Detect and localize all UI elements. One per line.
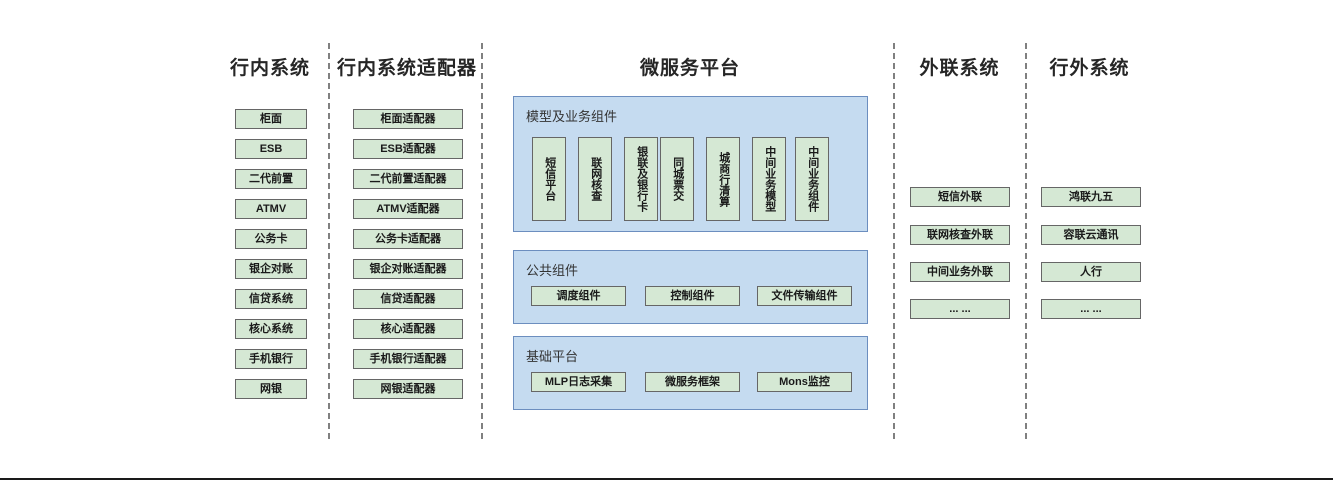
panel-label-model-business-components: 模型及业务组件 bbox=[526, 109, 618, 124]
panel-label-public-components: 公共组件 bbox=[526, 263, 579, 278]
node-bank-internal-adapter-3[interactable]: ATMV适配器 bbox=[353, 199, 463, 219]
divider-1 bbox=[328, 43, 330, 439]
node-bank-internal-4[interactable]: 公务卡 bbox=[235, 229, 307, 249]
node-bank-internal-adapter-5[interactable]: 银企对账适配器 bbox=[353, 259, 463, 279]
node-bank-internal-adapter-9[interactable]: 网银适配器 bbox=[353, 379, 463, 399]
column-title-bank-internal: 行内系统 bbox=[229, 58, 310, 79]
node-bank-internal-adapter-7[interactable]: 核心适配器 bbox=[353, 319, 463, 339]
divider-4 bbox=[1025, 43, 1027, 439]
node-bank-internal-8[interactable]: 手机银行 bbox=[235, 349, 307, 369]
node-bank-internal-3[interactable]: ATMV bbox=[235, 199, 307, 219]
node-model-component-2[interactable]: 银联及银行卡 bbox=[624, 137, 658, 221]
node-base-platform-2[interactable]: Mons监控 bbox=[757, 372, 852, 392]
node-bank-internal-adapter-0[interactable]: 柜面适配器 bbox=[353, 109, 463, 129]
node-base-platform-1[interactable]: 微服务框架 bbox=[645, 372, 740, 392]
node-bank-internal-6[interactable]: 信贷系统 bbox=[235, 289, 307, 309]
node-public-component-0[interactable]: 调度组件 bbox=[531, 286, 626, 306]
node-outside-bank-2[interactable]: 人行 bbox=[1041, 262, 1141, 282]
node-outside-bank-0[interactable]: 鸿联九五 bbox=[1041, 187, 1141, 207]
node-bank-internal-adapter-4[interactable]: 公务卡适配器 bbox=[353, 229, 463, 249]
node-bank-internal-9[interactable]: 网银 bbox=[235, 379, 307, 399]
node-external-link-0[interactable]: 短信外联 bbox=[910, 187, 1010, 207]
column-title-microservice-platform: 微服务平台 bbox=[639, 58, 740, 79]
bottom-rule bbox=[0, 478, 1333, 480]
node-bank-internal-2[interactable]: 二代前置 bbox=[235, 169, 307, 189]
node-public-component-1[interactable]: 控制组件 bbox=[645, 286, 740, 306]
node-model-component-1[interactable]: 联网核查 bbox=[578, 137, 612, 221]
node-bank-internal-adapter-1[interactable]: ESB适配器 bbox=[353, 139, 463, 159]
panel-label-base-platform: 基础平台 bbox=[526, 349, 579, 364]
column-title-bank-internal-adapter: 行内系统适配器 bbox=[337, 58, 478, 79]
node-public-component-2[interactable]: 文件传输组件 bbox=[757, 286, 852, 306]
node-bank-internal-adapter-2[interactable]: 二代前置适配器 bbox=[353, 169, 463, 189]
node-bank-internal-1[interactable]: ESB bbox=[235, 139, 307, 159]
node-external-link-1[interactable]: 联网核查外联 bbox=[910, 225, 1010, 245]
node-model-component-5[interactable]: 中间业务模型 bbox=[752, 137, 786, 221]
node-base-platform-0[interactable]: MLP日志采集 bbox=[531, 372, 626, 392]
divider-2 bbox=[481, 43, 483, 439]
node-external-link-3[interactable]: ... ... bbox=[910, 299, 1010, 319]
node-model-component-0[interactable]: 短信平台 bbox=[532, 137, 566, 221]
divider-3 bbox=[893, 43, 895, 439]
node-bank-internal-adapter-8[interactable]: 手机银行适配器 bbox=[353, 349, 463, 369]
node-outside-bank-1[interactable]: 容联云通讯 bbox=[1041, 225, 1141, 245]
node-bank-internal-7[interactable]: 核心系统 bbox=[235, 319, 307, 339]
node-bank-internal-5[interactable]: 银企对账 bbox=[235, 259, 307, 279]
node-bank-internal-0[interactable]: 柜面 bbox=[235, 109, 307, 129]
column-title-outside-bank: 行外系统 bbox=[1049, 58, 1130, 79]
node-model-component-3[interactable]: 同城票交 bbox=[660, 137, 694, 221]
node-external-link-2[interactable]: 中间业务外联 bbox=[910, 262, 1010, 282]
node-outside-bank-3[interactable]: ... ... bbox=[1041, 299, 1141, 319]
node-bank-internal-adapter-6[interactable]: 信贷适配器 bbox=[353, 289, 463, 309]
column-title-external-link: 外联系统 bbox=[919, 58, 1000, 79]
node-model-component-6[interactable]: 中间业务组件 bbox=[795, 137, 829, 221]
node-model-component-4[interactable]: 城商行清算 bbox=[706, 137, 740, 221]
